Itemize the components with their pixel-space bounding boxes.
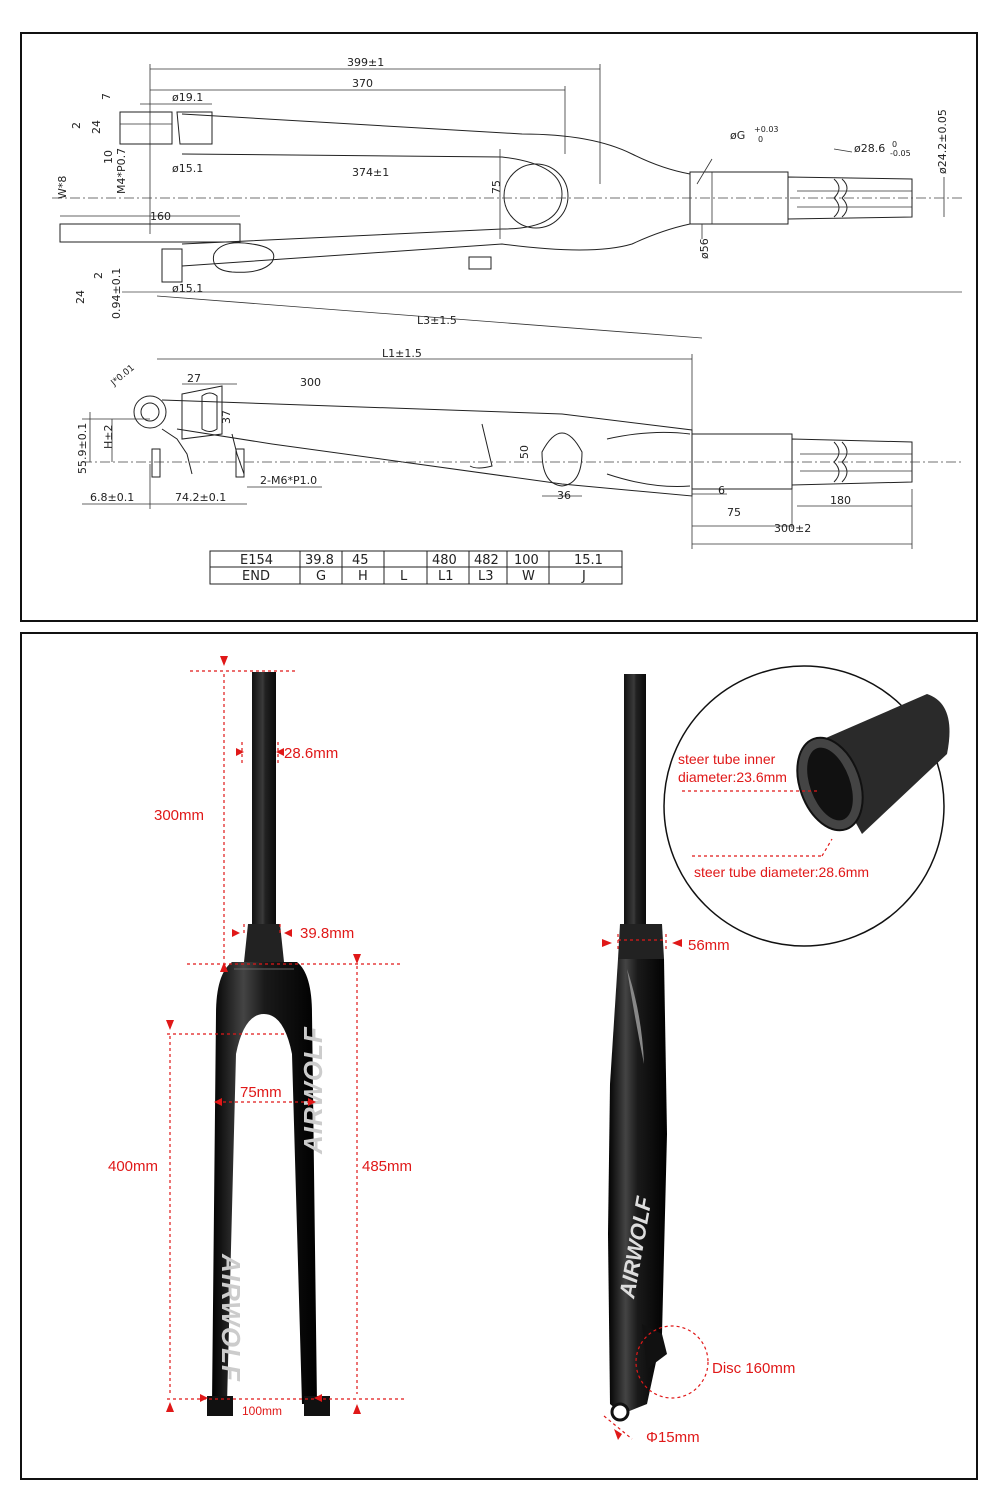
dim-24b: 24: [74, 290, 87, 304]
side-view-drawing: [82, 295, 962, 549]
dim-75v: 75: [490, 180, 503, 194]
front-view-drawing: [52, 64, 962, 293]
dim-l1: L1±1.5: [382, 347, 422, 360]
spec-table: E154 39.8 45 480 482 100 15.1 END G H L …: [209, 550, 623, 585]
label-hub-spacing: 100mm: [242, 1404, 282, 1418]
label-steerer-length: 300mm: [154, 807, 204, 824]
dim-og: øG: [730, 129, 745, 142]
dim-og-tol: +0.03: [754, 125, 779, 134]
dim-37: 37: [220, 410, 233, 424]
table-r1-c6: 482: [474, 553, 499, 568]
label-axle-to-crown: 485mm: [362, 1158, 412, 1175]
label-taper-diameter: 39.8mm: [300, 925, 354, 942]
table-r2-c3: H: [358, 569, 368, 584]
dim-559: 55.9±0.1: [76, 423, 89, 474]
technical-drawing: 399±1 370 ø19.1 7 2 24 10 M4*P0.7 ø15.1 …: [52, 56, 962, 585]
dim-27: 27: [187, 372, 201, 385]
dim-2a: 2: [70, 122, 83, 129]
dim-286-tol: 0: [892, 140, 897, 149]
dim-j: J*0.01: [109, 363, 137, 389]
dim-6: 6: [718, 484, 725, 497]
dim-75h: 75: [727, 506, 741, 519]
dim-370: 370: [352, 77, 373, 90]
technical-drawing-panel: 399±1 370 ø19.1 7 2 24 10 M4*P0.7 ø15.1 …: [20, 32, 978, 622]
dim-286: ø28.6: [854, 142, 885, 155]
dim-399: 399±1: [347, 56, 384, 69]
table-r2-c8: J: [581, 569, 586, 584]
dim-m4: M4*P0.7: [115, 148, 128, 194]
dim-m6: 2-M6*P1.0: [260, 474, 317, 487]
dim-7: 7: [100, 93, 113, 100]
dim-50: 50: [518, 445, 531, 459]
dim-24a: 24: [90, 120, 103, 134]
inset-outer-label: steer tube diameter:28.6mm: [694, 864, 869, 880]
dim-286-tol2: -0.05: [890, 149, 911, 158]
dim-l3: L3±1.5: [417, 314, 457, 327]
dim-2b: 2: [92, 272, 105, 279]
dim-242: ø24.2±0.05: [936, 109, 949, 174]
table-r1-c7: 100: [514, 553, 539, 568]
label-steerer-diameter: 28.6mm: [284, 745, 338, 762]
label-disc: Disc 160mm: [712, 1360, 795, 1377]
front-brand-right: AIRWOLF: [298, 1026, 328, 1155]
dim-374: 374±1: [352, 166, 389, 179]
front-fork-photo: AIRWOLF AIRWOLF: [207, 672, 330, 1416]
table-r1-c8: 15.1: [574, 553, 603, 568]
dim-w8: W*8: [56, 176, 69, 199]
dim-10: 10: [102, 150, 115, 164]
dim-742: 74.2±0.1: [175, 491, 226, 504]
table-r1-c1: E154: [240, 553, 273, 568]
dim-56: ø56: [698, 238, 711, 259]
table-r2-c4: L: [400, 569, 408, 584]
steerer-inset: [663, 665, 950, 947]
table-r1-c3: 45: [352, 553, 369, 568]
table-r1-c2: 39.8: [305, 553, 334, 568]
dim-3002: 300±2: [774, 522, 811, 535]
dim-og-tol2: 0: [758, 135, 763, 144]
front-measurements: [166, 656, 407, 1414]
table-r2-c1: END: [242, 569, 270, 584]
side-measurements: [602, 934, 709, 1440]
label-leg-length: 400mm: [108, 1158, 158, 1175]
dim-094: 0.94±0.1: [110, 268, 123, 319]
dim-68: 6.8±0.1: [90, 491, 134, 504]
dim-36: 36: [557, 489, 571, 502]
dim-151b: ø15.1: [172, 282, 203, 295]
label-crown-width: 56mm: [688, 937, 730, 954]
table-r2-c7: W: [522, 569, 535, 584]
table-r2-c6: L3: [478, 569, 494, 584]
front-brand-left: AIRWOLF: [216, 1253, 246, 1382]
table-r2-c5: L1: [438, 569, 454, 584]
fork-photos: AIRWOLF AIRWOLF 28.6mm 300mm 39.8mm: [108, 656, 950, 1446]
label-axle: Φ15mm: [646, 1429, 700, 1446]
label-leg-spacing: 75mm: [240, 1084, 282, 1101]
dim-151a: ø15.1: [172, 162, 203, 175]
dim-180: 180: [830, 494, 851, 507]
table-r2-c2: G: [316, 569, 326, 584]
photo-panel: AIRWOLF AIRWOLF 28.6mm 300mm 39.8mm: [20, 632, 978, 1480]
inset-inner-label-1: steer tube inner: [678, 751, 776, 767]
side-fork-photo: AIRWOLF: [608, 674, 667, 1422]
dim-300: 300: [300, 376, 321, 389]
dim-160: 160: [150, 210, 171, 223]
inset-inner-label-2: diameter:23.6mm: [678, 769, 787, 785]
dim-h2: H±2: [102, 425, 115, 450]
table-r1-c5: 480: [432, 553, 457, 568]
dim-19: ø19.1: [172, 91, 203, 104]
